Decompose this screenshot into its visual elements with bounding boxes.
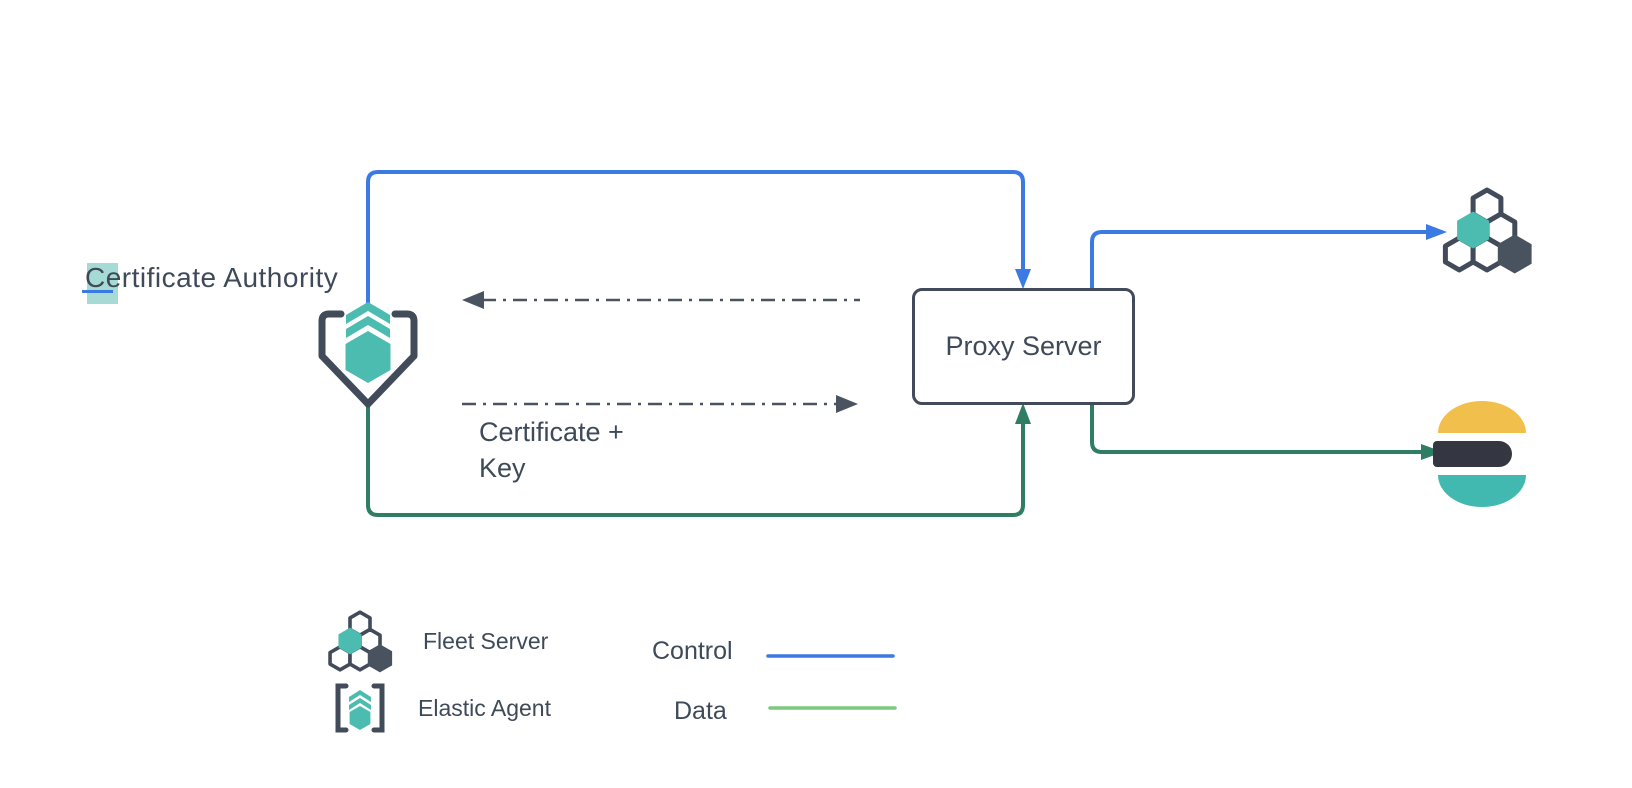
data-path-proxy-to-elasticsearch: [1090, 403, 1424, 454]
legend-elastic-agent-icon: [335, 683, 385, 733]
legend-fleet-server-label: Fleet Server: [423, 628, 549, 654]
legend-fleet-server-icon: [328, 610, 394, 675]
legend-agent-chevron-bottom: [349, 698, 371, 710]
dashed-arrowhead-right: [836, 395, 858, 413]
selection-underline: [82, 290, 113, 293]
dashed-arrow-agent-to-proxy: [462, 395, 858, 413]
elasticsearch-middle-shape: [1433, 441, 1512, 467]
dashed-arrowhead-left: [462, 291, 484, 309]
agent-chevron-bottom: [346, 316, 390, 338]
legend-elastic-agent-label: Elastic Agent: [418, 695, 551, 721]
data-path-agent-to-proxy: [366, 402, 1025, 517]
legend-data-label: Data: [674, 697, 727, 725]
elasticsearch-top-shape: [1438, 401, 1526, 433]
control-arrowhead-fleet: [1426, 224, 1447, 240]
agent-outline-right: [364, 310, 418, 408]
elastic-agent-icon: [318, 302, 418, 408]
legend-agent-bracket-left: [335, 683, 349, 733]
dashed-arrow-proxy-to-agent: [462, 291, 860, 309]
proxy-server-box: Proxy Server: [912, 288, 1135, 405]
elasticsearch-bottom-shape: [1438, 475, 1526, 507]
data-arrowhead-proxy-bottom: [1015, 403, 1031, 424]
legend-agent-bracket-right: [371, 683, 385, 733]
data-arrowhead-elasticsearch: [1421, 444, 1443, 460]
control-path-proxy-to-fleet: [1090, 230, 1429, 290]
certificate-authority-label: Certificate Authority: [85, 262, 339, 293]
control-arrowhead-proxy-top: [1015, 269, 1031, 289]
selection-highlight: [87, 263, 118, 304]
control-path-agent-to-proxy: [366, 170, 1025, 304]
legend-agent-chevron-top: [349, 690, 371, 702]
elasticsearch-icon: [1433, 401, 1526, 507]
legend-agent-hexagon: [349, 706, 371, 730]
agent-hexagon: [345, 331, 391, 383]
agent-chevron-top: [346, 302, 390, 324]
fleet-server-icon: [1445, 190, 1531, 274]
certificate-key-label: Certificate + Key: [479, 417, 624, 483]
legend-control-label: Control: [652, 637, 733, 665]
agent-outline-left: [318, 310, 372, 408]
proxy-server-label: Proxy Server: [945, 331, 1102, 361]
